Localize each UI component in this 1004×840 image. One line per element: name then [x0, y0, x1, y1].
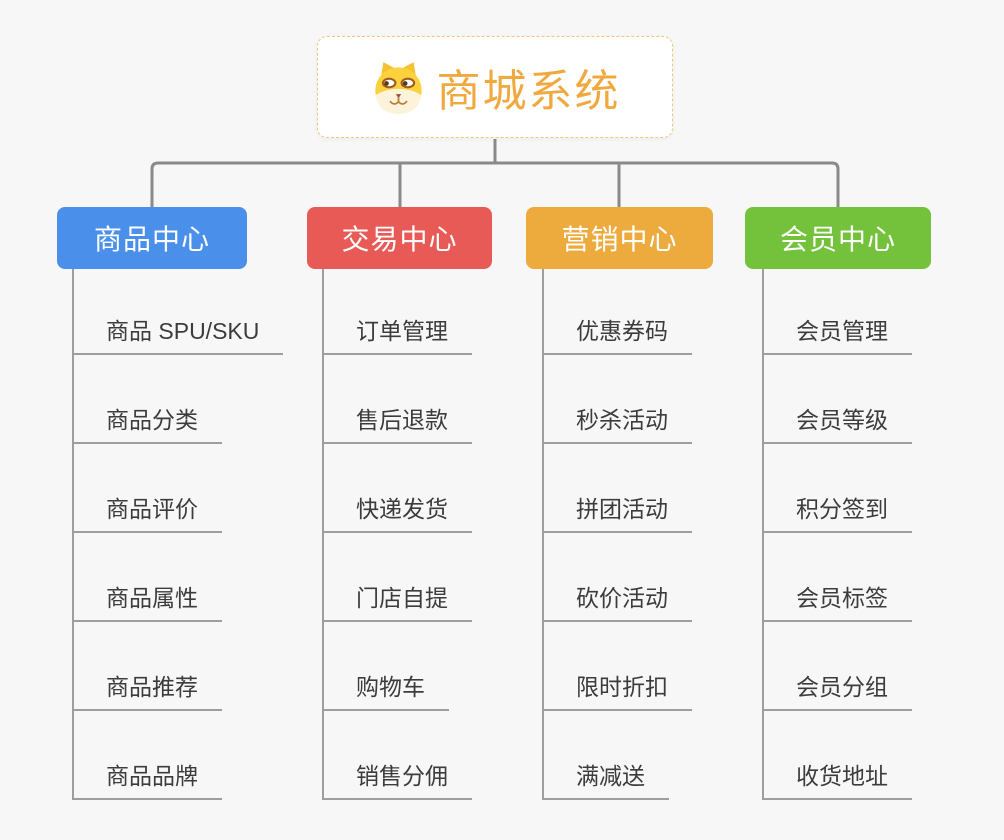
child-node[interactable]: 会员等级 [764, 405, 912, 444]
child-node[interactable]: 快递发货 [324, 494, 472, 533]
root-node[interactable]: 商城系统 [317, 36, 673, 138]
branch-header-product-center[interactable]: 商品中心 [57, 207, 247, 269]
child-node[interactable]: 满减送 [544, 761, 669, 800]
child-node[interactable]: 订单管理 [324, 316, 472, 355]
child-node[interactable]: 优惠券码 [544, 316, 692, 355]
child-node[interactable]: 商品评价 [74, 494, 222, 533]
child-node[interactable]: 秒杀活动 [544, 405, 692, 444]
child-node[interactable]: 售后退款 [324, 405, 472, 444]
child-node[interactable]: 商品属性 [74, 583, 222, 622]
child-node[interactable]: 门店自提 [324, 583, 472, 622]
child-node[interactable]: 砍价活动 [544, 583, 692, 622]
branch-children-marketing-center: 优惠券码 秒杀活动 拼团活动 砍价活动 限时折扣 满减送 [542, 269, 692, 800]
branch-header-member-center[interactable]: 会员中心 [745, 207, 931, 269]
branch-header-marketing-center[interactable]: 营销中心 [526, 207, 713, 269]
branch-children-member-center: 会员管理 会员等级 积分签到 会员标签 会员分组 收货地址 [762, 269, 912, 800]
child-node[interactable]: 商品推荐 [74, 672, 222, 711]
child-node[interactable]: 限时折扣 [544, 672, 692, 711]
child-node[interactable]: 拼团活动 [544, 494, 692, 533]
dog-face-icon [374, 62, 422, 114]
branch-children-product-center: 商品 SPU/SKU 商品分类 商品评价 商品属性 商品推荐 商品品牌 [72, 269, 284, 800]
child-node[interactable]: 收货地址 [764, 761, 912, 800]
branch-header-trade-center[interactable]: 交易中心 [307, 207, 492, 269]
root-title: 商城系统 [436, 67, 621, 116]
child-node[interactable]: 会员标签 [764, 583, 912, 622]
branch-children-trade-center: 订单管理 售后退款 快递发货 门店自提 购物车 销售分佣 [322, 269, 472, 800]
child-node[interactable]: 商品 SPU/SKU [74, 316, 284, 355]
child-node[interactable]: 会员管理 [764, 316, 912, 355]
child-node[interactable]: 销售分佣 [324, 761, 472, 800]
child-node[interactable]: 积分签到 [764, 494, 912, 533]
child-node[interactable]: 购物车 [324, 672, 449, 711]
child-node[interactable]: 商品分类 [74, 405, 222, 444]
child-node[interactable]: 商品品牌 [74, 761, 222, 800]
child-node[interactable]: 会员分组 [764, 672, 912, 711]
